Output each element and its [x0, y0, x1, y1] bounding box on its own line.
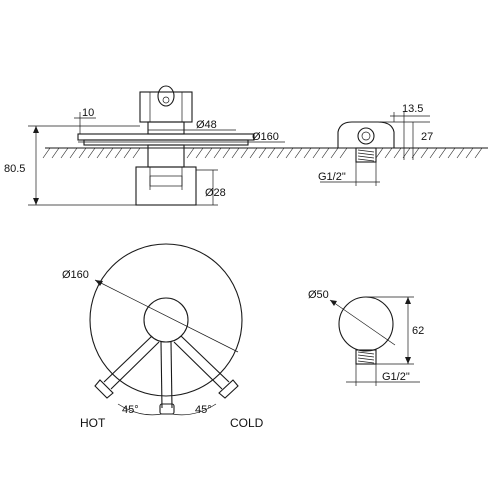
angle-left: 45°: [122, 404, 139, 416]
hatch-stroke: [330, 147, 339, 159]
side-view-dimensions: 10 Ø48 Ø160 80.5 Ø28: [4, 107, 285, 206]
dim-wall-offset: 10: [82, 107, 94, 119]
hatch-stroke: [240, 147, 249, 159]
hatch-stroke: [429, 147, 438, 159]
hatch-stroke: [474, 147, 483, 159]
mixer-front-view: [89, 243, 243, 415]
label-hot: HOT: [80, 416, 106, 430]
outlet-front-view: [338, 296, 394, 365]
hatch-stroke: [114, 147, 123, 159]
dim-plate-diameter: Ø160: [252, 131, 279, 143]
hatch-stroke: [267, 147, 276, 159]
hatch-stroke: [51, 147, 60, 159]
lever-center: [159, 341, 175, 415]
hatch-stroke: [375, 147, 384, 159]
dim-body-diameter: Ø48: [196, 119, 217, 131]
hatch-stroke: [276, 147, 285, 159]
lever-cold: [173, 335, 239, 399]
dim-outlet-height: 27: [421, 131, 433, 143]
hatch-stroke: [339, 147, 348, 159]
hatch-stroke: [78, 147, 87, 159]
hatch-stroke: [213, 147, 222, 159]
label-cold: COLD: [230, 416, 264, 430]
hatch-stroke: [465, 147, 474, 159]
hatch-stroke: [456, 147, 465, 159]
dim-outlet-width: 13.5: [402, 103, 423, 115]
hatch-stroke: [87, 147, 96, 159]
hatch-stroke: [303, 147, 312, 159]
hatch-stroke: [42, 147, 51, 159]
hatch-stroke: [294, 147, 303, 159]
dim-housing-diameter: Ø28: [205, 187, 226, 199]
hatch-stroke: [231, 147, 240, 159]
dim-outlet-thread: G1/2": [318, 171, 346, 183]
hatch-stroke: [96, 147, 105, 159]
hatch-stroke: [222, 147, 231, 159]
hatch-stroke: [60, 147, 69, 159]
outlet-front-thread: [357, 351, 375, 364]
hatch-stroke: [321, 147, 330, 159]
lever-hot: [94, 335, 160, 399]
hatch-stroke: [438, 147, 447, 159]
hatch-stroke: [132, 147, 141, 159]
dim-depth: 80.5: [4, 163, 25, 175]
hatch-stroke: [123, 147, 132, 159]
wall-hatching: [42, 147, 483, 159]
front-view-dimensions: Ø160 45° 45° HOT COLD: [62, 269, 264, 430]
dim-outlet-front-height: 62: [412, 325, 424, 337]
hatch-stroke: [195, 147, 204, 159]
mixer-side-view: [77, 85, 255, 206]
outlet-front-dimensions: Ø50 62 G1/2": [308, 289, 424, 386]
outlet-side-view: [337, 121, 395, 163]
dim-outlet-diameter: Ø50: [308, 289, 329, 301]
hatch-stroke: [447, 147, 456, 159]
outlet-thread: [357, 149, 375, 162]
wall-surface: [42, 147, 488, 159]
hatch-stroke: [258, 147, 267, 159]
hatch-stroke: [312, 147, 321, 159]
hatch-stroke: [285, 147, 294, 159]
dim-front-plate-diameter: Ø160: [62, 269, 89, 281]
hatch-stroke: [204, 147, 213, 159]
hatch-stroke: [393, 147, 402, 159]
hatch-stroke: [186, 147, 195, 159]
hatch-stroke: [384, 147, 393, 159]
hatch-stroke: [105, 147, 114, 159]
hatch-stroke: [249, 147, 258, 159]
hatch-stroke: [420, 147, 429, 159]
dim-outlet-front-thread: G1/2": [382, 371, 410, 383]
outlet-side-dimensions: 13.5 27 G1/2": [318, 103, 433, 186]
hatch-stroke: [69, 147, 78, 159]
angle-right: 45°: [195, 404, 212, 416]
